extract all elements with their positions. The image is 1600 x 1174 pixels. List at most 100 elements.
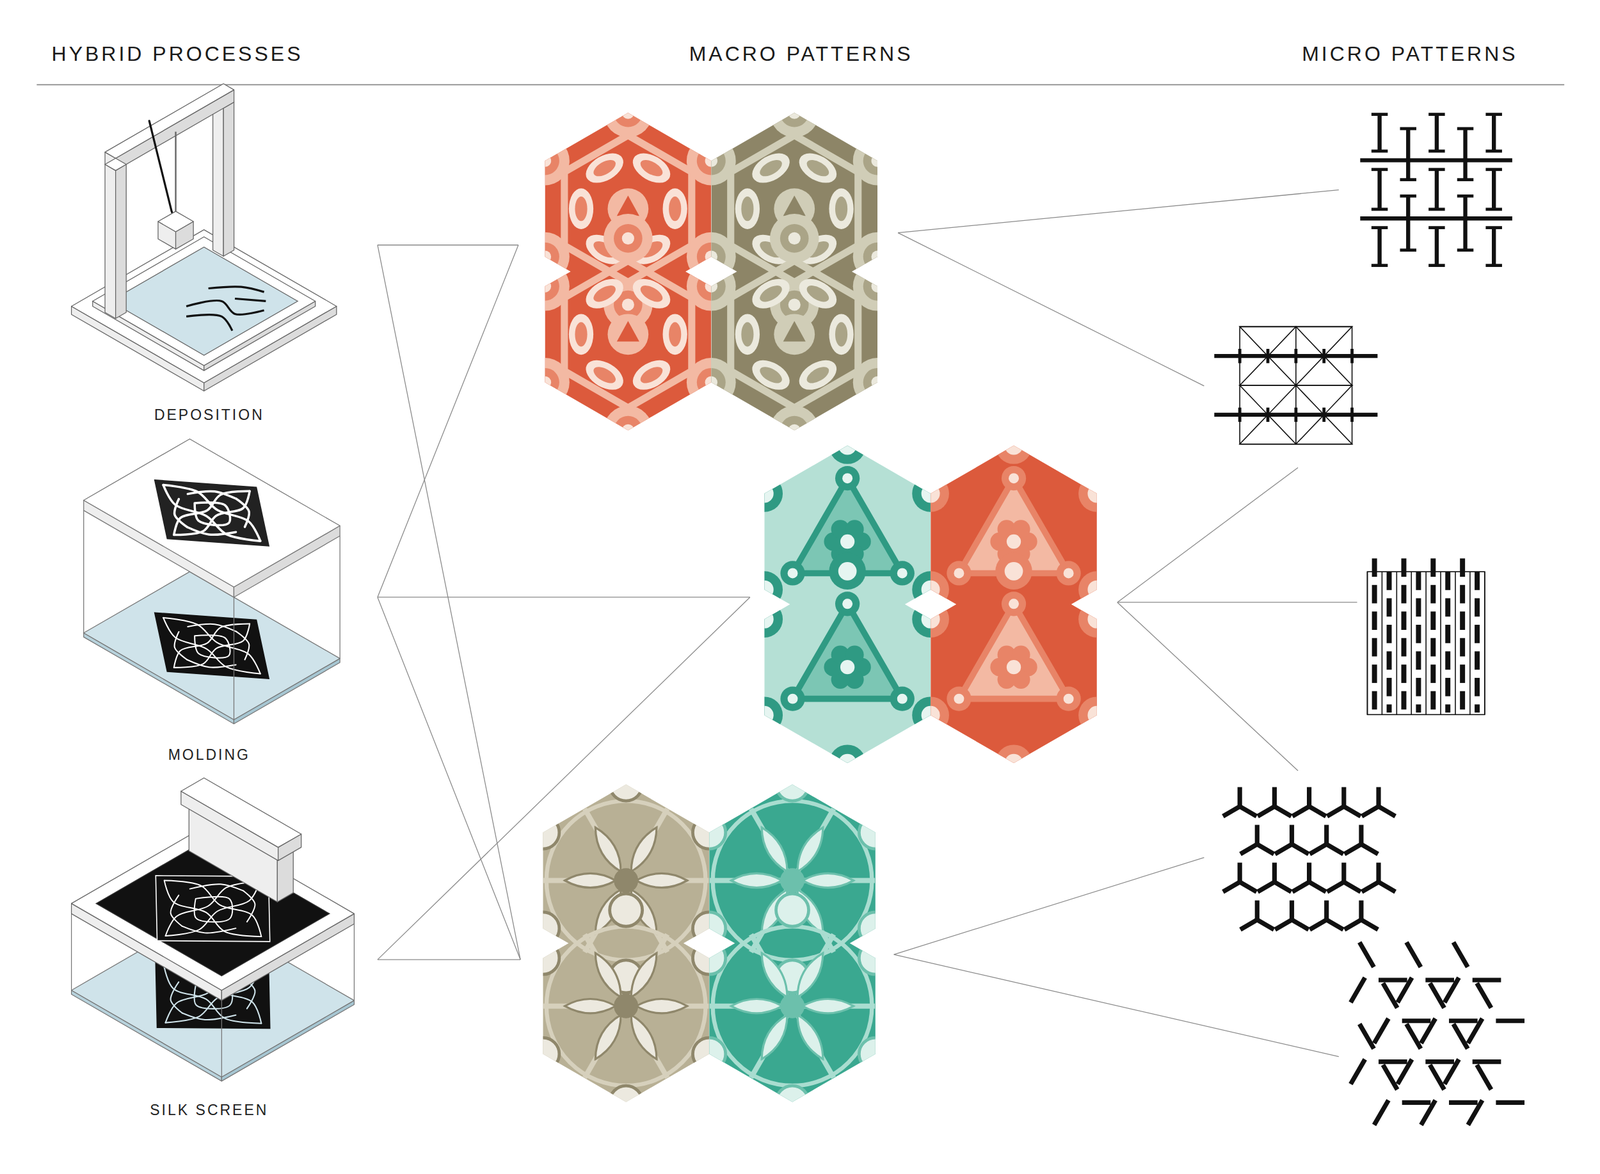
motif-node [526,1037,560,1071]
slats-bar [1372,558,1378,577]
motif-node [538,250,552,264]
tripod-arm [1326,919,1344,930]
motif-ring [564,260,692,408]
motif-petal [755,949,794,1001]
motif-node [696,368,726,397]
head-rod [174,131,176,222]
motif-petal [624,949,663,1001]
motif-node [853,232,903,282]
tripod-arm [1272,787,1277,807]
slats-line [1396,571,1398,715]
motif-node [693,1037,726,1071]
motif-core [804,156,832,180]
printed-trace [186,300,265,315]
motif-node [693,816,726,849]
motif-node [526,912,560,945]
motif-core [638,363,666,387]
motif-node [842,598,853,609]
motif-node [780,98,809,128]
motif-petal [589,1011,628,1063]
motif-node [609,893,643,927]
weave-bar [1434,227,1439,266]
tripod-arm [1255,900,1260,920]
motif-cell [568,313,594,355]
stencil-vein [174,624,250,668]
tripod-arm [1309,844,1327,854]
gantry-beam [115,89,235,171]
motif-node [921,580,941,600]
tripod-arm [1292,806,1309,816]
stencil-vein [165,881,261,936]
leader-line [1117,601,1358,603]
motif-node [696,272,726,301]
motif-node [838,561,857,581]
pinwheel-bar [1429,1064,1444,1090]
motif-node [863,146,893,176]
tripod-arm [1324,900,1329,920]
tripod-arm [1272,862,1277,882]
motif-node [912,696,950,733]
tripod-arm [1306,862,1312,882]
motif-node [530,272,560,301]
motif-node [838,753,857,773]
micro-pattern-tripods [1223,787,1396,930]
tripod-arm [1257,806,1275,816]
pinwheel-bar [1444,977,1459,1003]
slats-bar [1459,664,1465,683]
motif-node [769,213,820,264]
hourglass-tick [1294,348,1298,363]
motif-core [741,321,754,347]
slats-bar [1372,638,1378,657]
motif-node [946,560,971,585]
glass-edge [83,510,84,633]
slats-bar [1445,677,1451,697]
slats-frame [1367,571,1485,715]
motif-center [1006,534,1021,549]
hourglass-frame [1239,326,1352,444]
hourglass-tick [1266,348,1270,363]
pinwheel-bar [1374,1100,1389,1126]
process-label-box: MOLDING [161,743,257,767]
weave-tick [1457,194,1474,198]
printed-trace [234,298,266,301]
motif-node [863,272,893,301]
tripod-arm [1292,881,1309,892]
tripod-arm [1361,844,1378,854]
process-name: SILK SCREEN [149,1101,269,1119]
motif-node [696,272,726,301]
motif-node [692,816,726,849]
squeegee-handle [181,777,302,847]
motif-node [953,567,964,578]
pinwheel-bar [1477,983,1492,1008]
motif-node [686,357,736,408]
slats-line [1440,571,1442,715]
motif-petal [730,872,783,888]
tripod-arm [1223,806,1240,816]
weave-bar [1377,114,1382,152]
motif-node [696,242,726,272]
motif-ring [730,135,859,283]
tripod-arm [1344,806,1361,816]
motif-node [828,426,866,464]
motif-node [1001,465,1026,491]
weave-tick [1400,127,1417,131]
pinwheel-bar [1350,1059,1365,1085]
weave-tick [1371,167,1389,171]
pinwheel-bar [1425,977,1455,982]
head-cable [149,120,176,222]
motif-core [668,321,681,347]
motif-node [1063,693,1074,704]
weave-tick [1428,167,1446,171]
motif-core [638,156,666,180]
slats-bar [1430,664,1436,683]
column-heading: MACRO PATTERNS [686,40,916,68]
pinwheel-bar [1448,1100,1478,1105]
tile-ground [504,739,914,1148]
motif-node [1008,472,1019,484]
pinwheel-bar [1383,1064,1398,1090]
weave-bar [1491,169,1496,210]
stencil-vein [174,624,250,668]
slats-line [1410,571,1412,715]
deposition-illustration [71,83,337,392]
